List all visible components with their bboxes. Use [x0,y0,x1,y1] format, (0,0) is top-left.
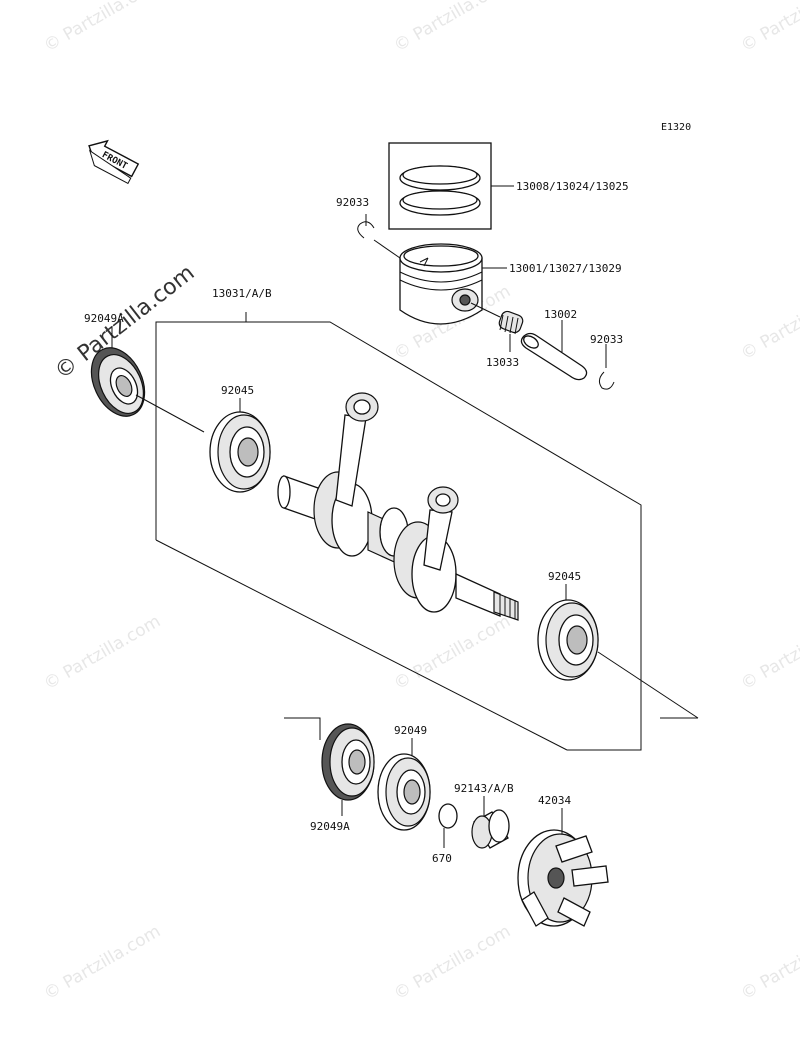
o-ring [438,803,458,829]
label-crankshaft: 13031/A/B [212,287,272,300]
label-piston: 13001/13027/13029 [509,262,622,275]
label-clip-right: 92033 [590,333,623,346]
piston-rings-assembly [388,142,492,230]
label-oil-seal-lower-a: 92049A [310,820,350,833]
watermark: © Partzilla.com [41,921,165,1004]
bearing-right [537,599,599,681]
watermark: © Partzilla.com [391,0,515,56]
watermark: © Partzilla.com [738,0,800,56]
coupling [517,829,609,927]
oil-seal-lower [377,753,431,831]
label-coupling: 42034 [538,794,571,807]
label-o-ring: 670 [432,852,452,865]
label-piston-pin: 13002 [544,308,577,321]
diagram-code: E1320 [661,122,691,133]
crankshaft-assembly-frame [155,312,642,751]
piston-pin [520,332,588,381]
label-collar: 92143/A/B [454,782,514,795]
watermark: © Partzilla.com [391,921,515,1004]
piston [399,243,483,325]
watermark: © Partzilla.com [41,0,165,56]
watermark: © Partzilla.com [41,611,165,694]
crankshaft [277,392,519,621]
label-clip-left: 92033 [336,196,369,209]
label-needle-bearing: 13033 [486,356,519,369]
label-oil-seal-left: 92049A [84,312,124,325]
label-bearing-left: 92045 [221,384,254,397]
bearing-left [209,411,271,493]
piston-pin-clip-left [357,221,375,239]
piston-pin-clip-right [598,371,615,390]
oil-seal-lower-a [321,723,375,801]
needle-bearing [498,310,524,335]
piston-ring [402,190,478,210]
oil-seal-left [90,347,146,417]
watermark: © Partzilla.com [738,921,800,1004]
label-bearing-right: 92045 [548,570,581,583]
piston-ring [402,165,478,185]
watermark: © Partzilla.com [738,611,800,694]
collar [471,809,510,849]
label-piston-rings: 13008/13024/13025 [516,180,629,193]
label-oil-seal-lower: 92049 [394,724,427,737]
front-arrow-icon: FRONT [88,139,140,185]
watermark: © Partzilla.com [738,281,800,364]
watermark: © Partzilla.com [391,611,515,694]
